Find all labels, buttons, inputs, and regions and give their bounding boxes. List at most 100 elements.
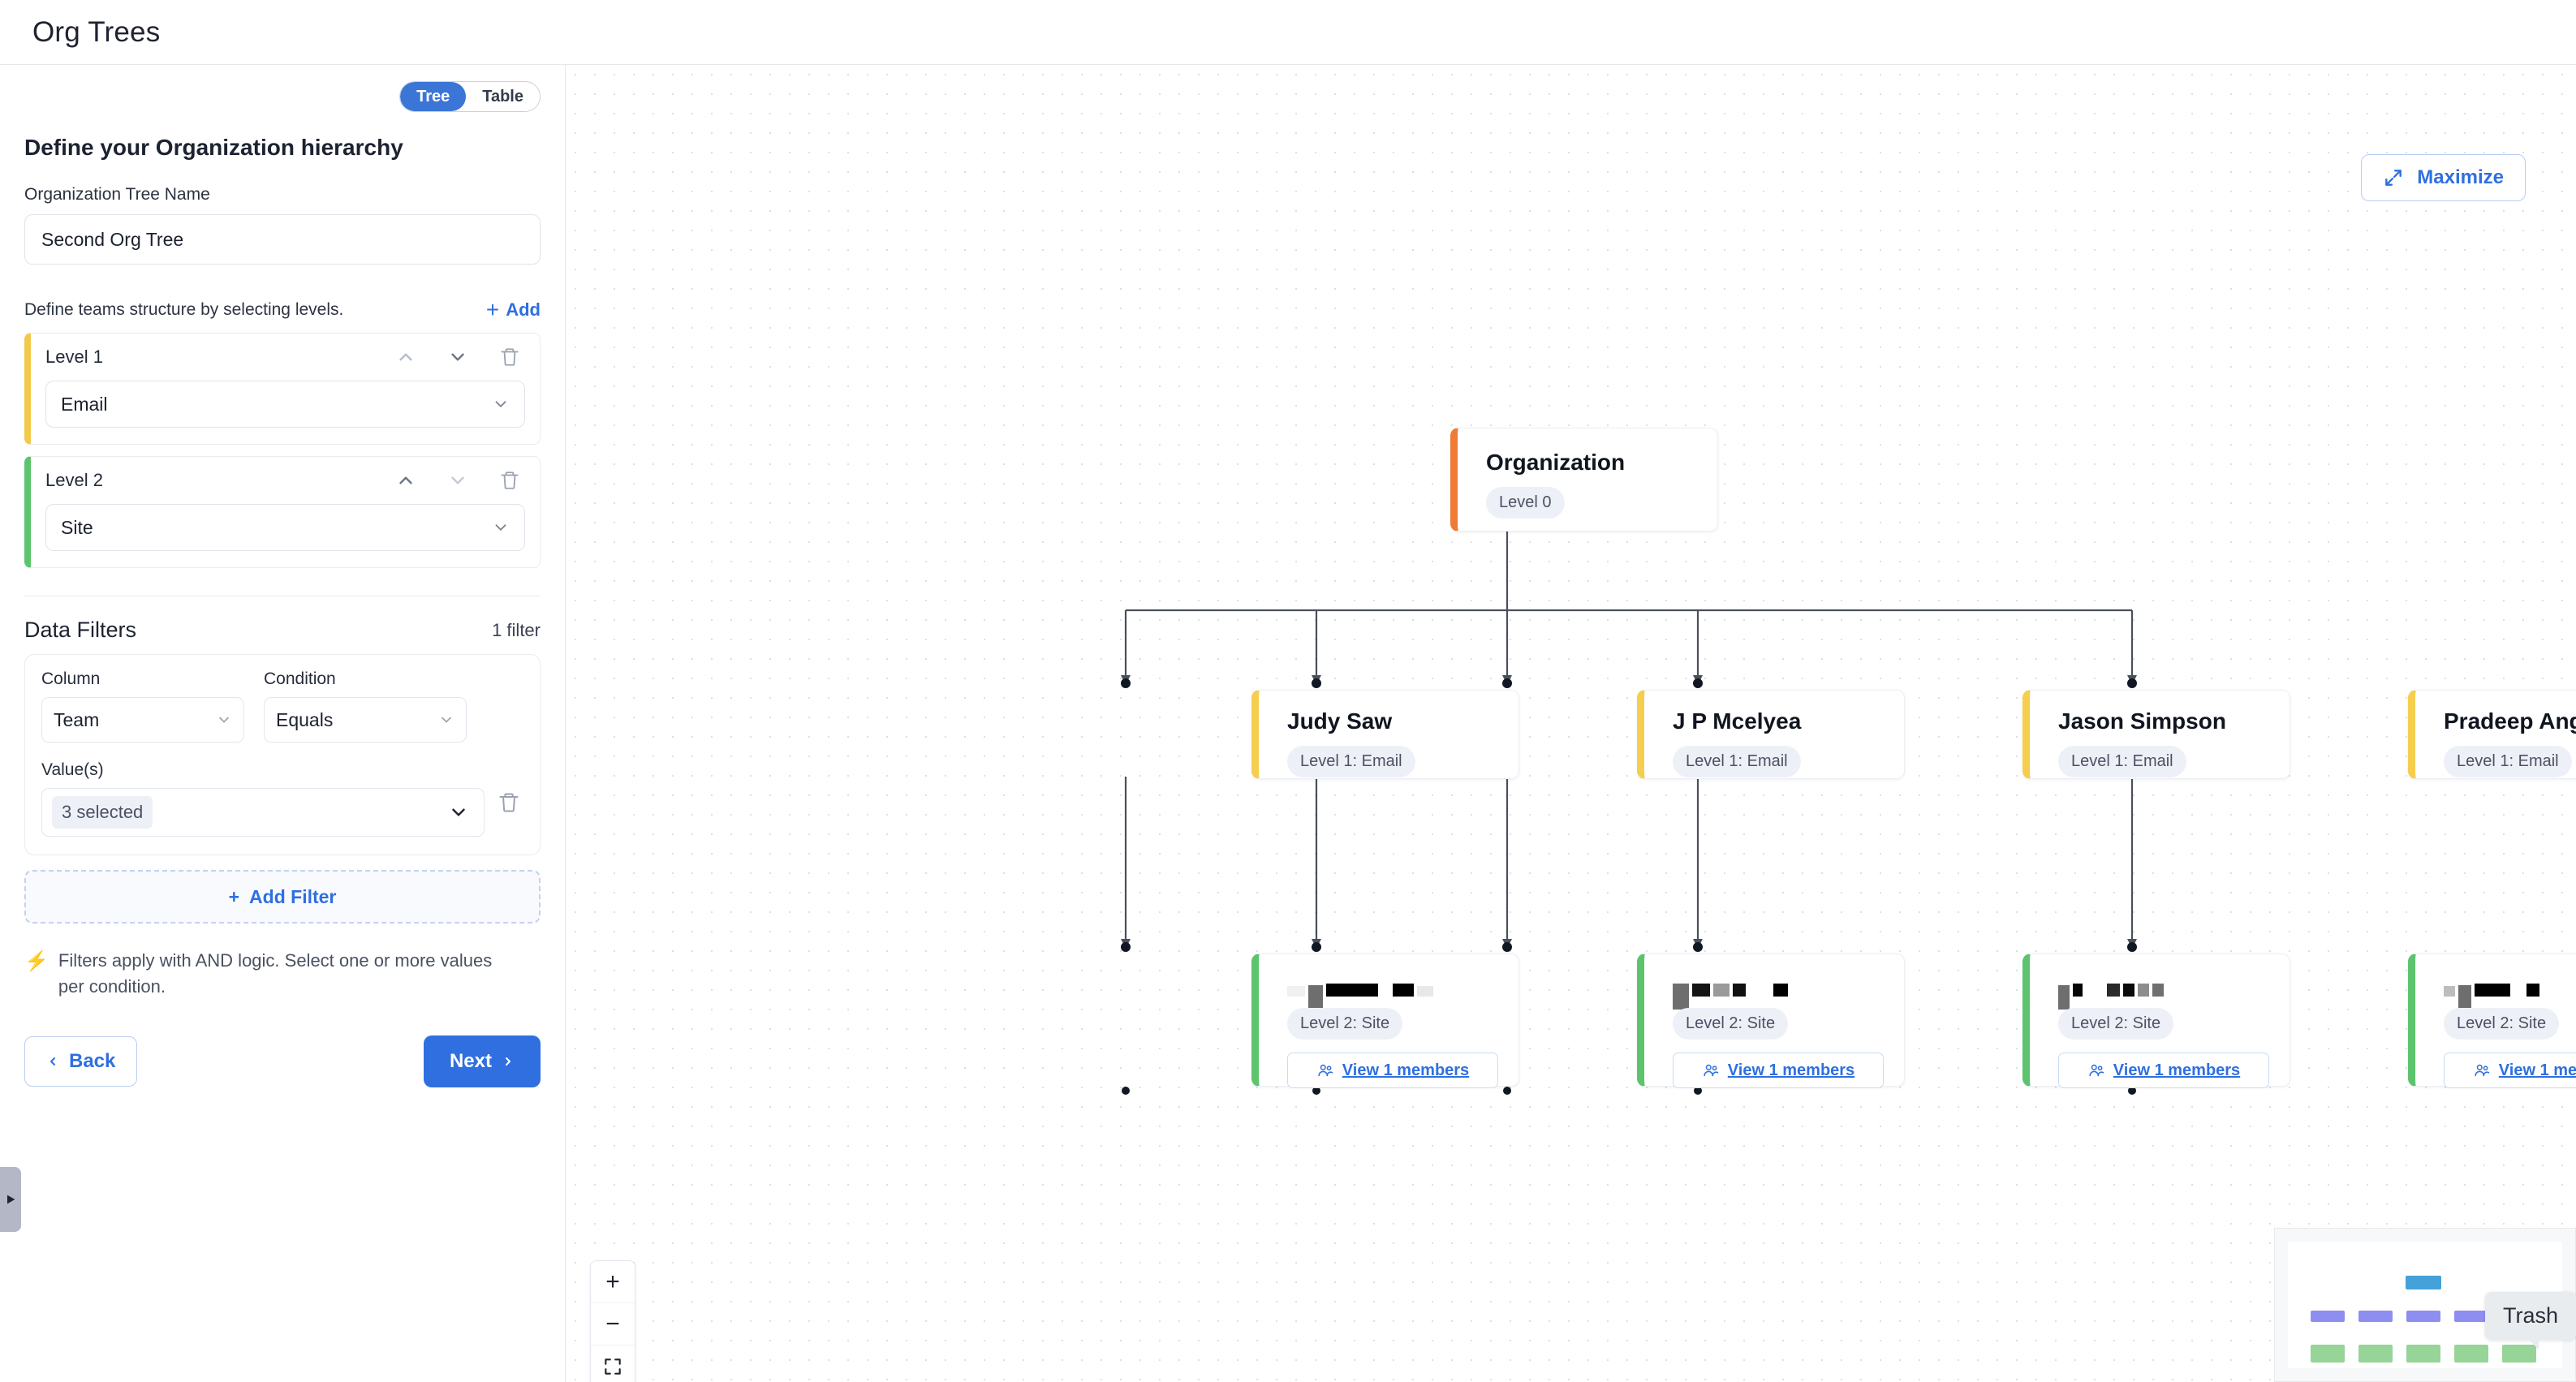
maximize-button[interactable]: Maximize	[2361, 154, 2526, 201]
node-title: Judy Saw	[1287, 708, 1393, 734]
tab-table[interactable]: Table	[482, 87, 523, 105]
tab-tree[interactable]: Tree	[400, 82, 467, 111]
node-title: J P Mcelyea	[1673, 708, 1802, 734]
next-button[interactable]: Next	[423, 1035, 541, 1087]
org-node-level2[interactable]: Level 2: Site View 1 members	[1251, 954, 1519, 1088]
delete-level-icon[interactable]	[499, 470, 520, 491]
wizard-nav: Back Next	[24, 1035, 541, 1087]
selected-count-chip: 3 selected	[52, 796, 153, 829]
redaction-block	[1287, 986, 1305, 997]
lightning-icon: ⚡	[24, 950, 49, 972]
maximize-icon	[2385, 170, 2402, 186]
org-node-level2[interactable]: Level 2: Site View 1 members	[2022, 954, 2290, 1088]
redaction-block	[1692, 984, 1710, 997]
redacted-node-title	[1673, 969, 1884, 1010]
sidebar-collapse-handle[interactable]	[0, 1167, 21, 1232]
filter-condition-select[interactable]: Equals	[264, 697, 467, 743]
chevron-down-icon	[495, 401, 506, 407]
members-icon	[1318, 1064, 1333, 1077]
zoom-in-button[interactable]: +	[591, 1261, 635, 1303]
zoom-out-button[interactable]: −	[591, 1303, 635, 1345]
minimap-node-root	[2406, 1276, 2441, 1289]
node-level-badge: Level 1: Email	[2444, 746, 2572, 777]
add-filter-button[interactable]: + Add Filter	[24, 870, 541, 923]
move-down-icon[interactable]	[447, 470, 468, 491]
plus-icon: +	[485, 297, 500, 322]
org-chart-canvas[interactable]: Maximize	[566, 65, 2576, 1382]
delete-level-icon[interactable]	[499, 347, 520, 368]
filter-note: ⚡ Filters apply with AND logic. Select o…	[24, 948, 511, 1000]
minimap-node-level2	[2406, 1345, 2440, 1363]
filter-column-value: Team	[54, 708, 100, 730]
delete-filter-button[interactable]	[498, 791, 520, 818]
node-level-badge: Level 2: Site	[2058, 1008, 2174, 1040]
level-card-1-header: Level 1	[45, 347, 525, 368]
trash-tooltip: Trash	[2484, 1292, 2576, 1350]
back-button[interactable]: Back	[24, 1035, 138, 1087]
level-card-1: Level 1 Email	[24, 333, 541, 445]
org-node-level1[interactable]: J P Mcelyea Level 1: Email	[1637, 690, 1905, 779]
move-down-icon[interactable]	[447, 347, 468, 368]
next-label: Next	[449, 1049, 492, 1072]
level-2-name: Level 2	[45, 470, 103, 490]
redaction-block	[1773, 984, 1788, 997]
fit-view-button[interactable]	[591, 1345, 635, 1382]
view-members-button[interactable]: View 1 members	[2058, 1053, 2269, 1088]
members-icon	[2475, 1064, 2490, 1077]
minimap-node-level2	[2311, 1345, 2345, 1363]
filter-values-select[interactable]: 3 selected	[41, 788, 485, 837]
node-level-badge: Level 2: Site	[2444, 1008, 2560, 1040]
fit-view-icon	[605, 1358, 621, 1375]
view-toggle[interactable]: Tree Table	[399, 81, 541, 112]
maximize-label: Maximize	[2417, 166, 2504, 188]
filter-condition-group: Condition Equals	[264, 669, 467, 743]
move-up-icon[interactable]	[395, 347, 416, 368]
redaction-block	[2107, 984, 2120, 997]
org-node-level1[interactable]: Jason Simpson Level 1: Email	[2022, 690, 2290, 779]
level-2-actions	[395, 470, 525, 491]
view-members-button[interactable]: View 1 members	[1673, 1053, 1884, 1088]
org-node-level1[interactable]: Judy Saw Level 1: Email	[1251, 690, 1519, 779]
node-level-badge: Level 2: Site	[1287, 1008, 1403, 1040]
back-label: Back	[69, 1049, 116, 1072]
tree-name-input[interactable]: Second Org Tree	[24, 214, 541, 265]
redaction-block	[1326, 984, 1378, 997]
minimap-node-level1	[2406, 1311, 2440, 1322]
zoom-controls[interactable]: + −	[590, 1260, 635, 1382]
add-level-button[interactable]: + Add	[486, 299, 541, 321]
config-sidebar: Tree Table Define your Organization hier…	[0, 65, 566, 1382]
filter-note-text: Filters apply with AND logic. Select one…	[58, 950, 493, 997]
redaction-block	[1381, 986, 1389, 997]
redaction-block	[2086, 986, 2104, 997]
minimap-node-level1	[2358, 1311, 2393, 1322]
level-2-field-select[interactable]: Site	[45, 504, 525, 551]
view-members-button[interactable]: View 1 members	[1287, 1053, 1498, 1088]
org-node-root[interactable]: Organization Level 0	[1450, 428, 1718, 532]
move-up-icon[interactable]	[395, 470, 416, 491]
org-node-level2[interactable]: Level 2: Site View 1 members	[1637, 954, 1905, 1088]
filter-column-select[interactable]: Team	[41, 697, 244, 743]
redaction-block	[1749, 986, 1770, 997]
tree-name-label: Organization Tree Name	[24, 185, 210, 204]
filter-count-label: 1 filter	[492, 619, 541, 640]
redaction-block	[1733, 984, 1746, 997]
triangle-right-icon	[7, 1195, 15, 1204]
redaction-block	[1713, 984, 1730, 997]
chevron-down-icon	[442, 717, 451, 723]
redacted-node-title	[2058, 969, 2269, 1010]
minimap-node-level2	[2454, 1345, 2488, 1363]
org-node-level2[interactable]: Level 2: Site View 1 members	[2408, 954, 2576, 1088]
org-node-level1[interactable]: Pradeep Angadi Level 1: Email	[2408, 690, 2576, 779]
filter-values-group: Value(s) 3 selected	[41, 760, 523, 837]
view-members-button[interactable]: View 1 members	[2444, 1053, 2576, 1088]
view-toggle-row: Tree Table	[24, 65, 541, 112]
node-level-badge: Level 1: Email	[1673, 746, 1801, 777]
levels-hint: Define teams structure by selecting leve…	[24, 300, 344, 319]
redacted-node-title	[2444, 969, 2576, 1010]
level-card-2: Level 2 Site	[24, 456, 541, 568]
filter-card: Column Team Condition Equals	[24, 654, 541, 855]
data-filters-title: Data Filters	[24, 618, 137, 642]
redaction-block	[1673, 984, 1689, 1010]
level-1-field-select[interactable]: Email	[45, 381, 525, 428]
level-card-2-header: Level 2	[45, 470, 525, 491]
